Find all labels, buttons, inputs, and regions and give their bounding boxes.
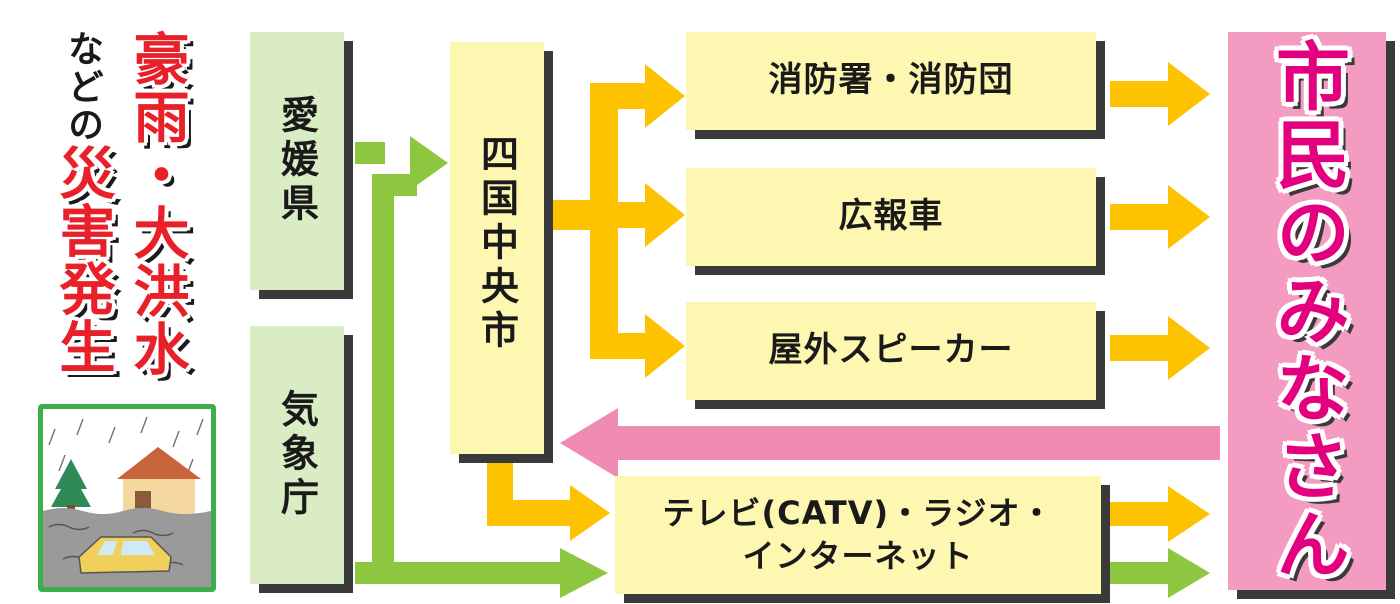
ehime-prefecture-label: 愛媛県 <box>274 95 319 227</box>
media-box: テレビ(CATV)・ラジオ・ インターネット <box>615 476 1101 594</box>
outdoor-speaker-label: 屋外スピーカー <box>768 330 1014 371</box>
fire-department-box: 消防署・消防団 <box>686 32 1096 130</box>
citizens-label: 市民のみなさん <box>1263 38 1350 584</box>
fire-department-label: 消防署・消防団 <box>768 60 1014 101</box>
green-arrows <box>355 136 1210 598</box>
headline-big-text: 災害発生 <box>50 144 115 376</box>
headline-line2: などの災害発生 <box>50 30 115 376</box>
ehime-prefecture-box: 愛媛県 <box>250 32 344 290</box>
flood-illustration <box>38 404 216 592</box>
city-label: 四国中央市 <box>474 134 519 354</box>
headline-line1: 豪雨・大洪水 <box>124 30 189 378</box>
city-box: 四国中央市 <box>450 42 544 454</box>
pr-car-label: 広報車 <box>838 196 944 237</box>
pink-arrow <box>560 408 1220 478</box>
outdoor-speaker-box: 屋外スピーカー <box>686 302 1096 400</box>
citizens-box: 市民のみなさん <box>1228 32 1386 590</box>
jma-label: 気象庁 <box>274 389 319 521</box>
media-label-line1: テレビ(CATV)・ラジオ・ <box>662 493 1054 532</box>
headline-small-text: などの <box>62 30 103 144</box>
media-label-line2: インターネット <box>742 537 974 575</box>
jma-box: 気象庁 <box>250 326 344 584</box>
yellow-arrows <box>487 62 1210 542</box>
pr-car-box: 広報車 <box>686 168 1096 266</box>
